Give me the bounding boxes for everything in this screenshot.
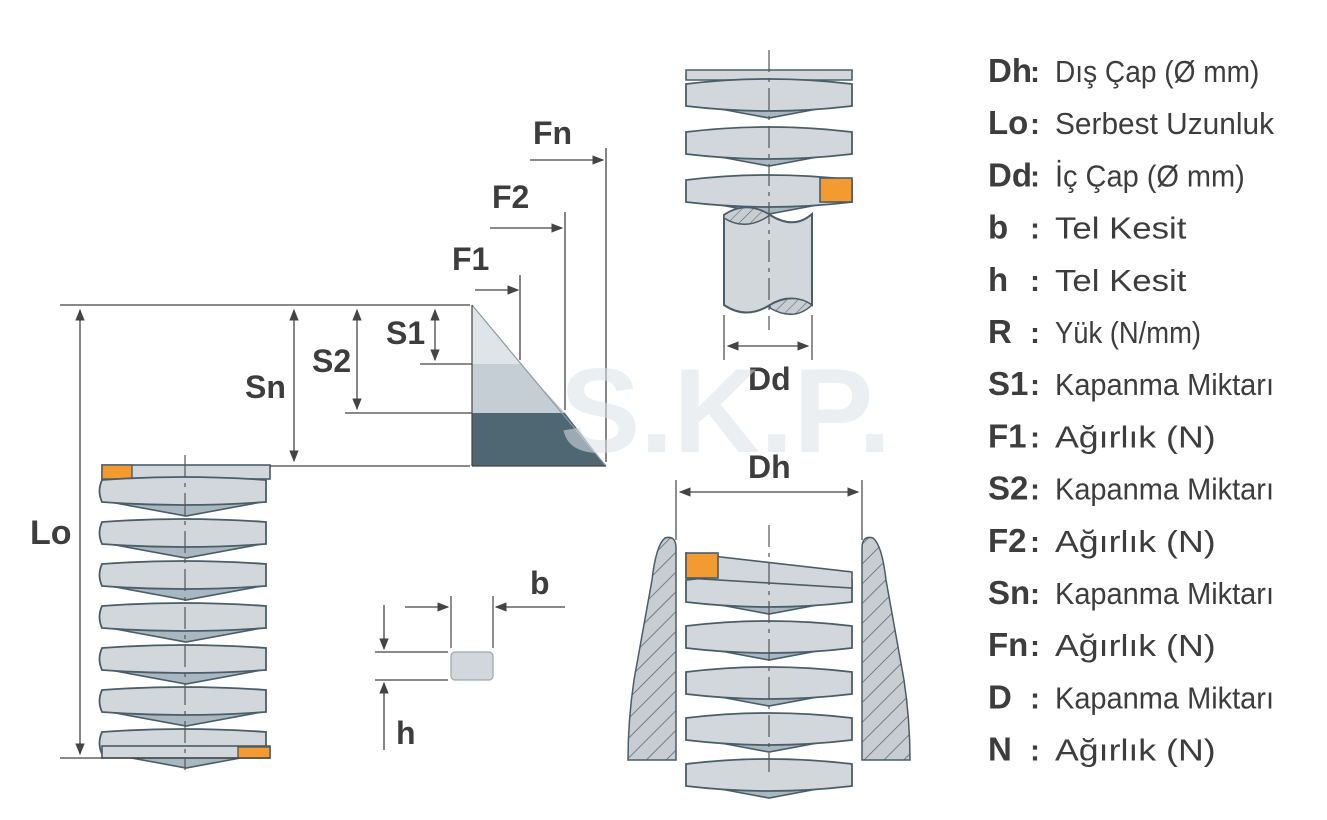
coil-band <box>98 602 267 632</box>
force-arrows: F1 F2 Fn <box>452 115 607 462</box>
coil-band <box>98 686 267 716</box>
coil-band <box>98 518 267 548</box>
label-f1: F1 <box>452 241 489 277</box>
legend-row: h: Tel Kesit <box>988 261 1187 298</box>
force-triangle <box>471 304 607 467</box>
legend-colon: : <box>1030 682 1040 715</box>
legend-row: F2: Ağırlık (N) <box>988 522 1216 559</box>
legend-desc: İç Çap (Ø mm) <box>1055 158 1245 193</box>
coil-band <box>685 69 853 81</box>
legend-key: Dh <box>988 52 1032 89</box>
coil-band <box>98 476 267 506</box>
legend-desc: Ağırlık (N) <box>1055 733 1216 768</box>
legend-key: Fn <box>988 626 1028 663</box>
legend-colon: : <box>1030 421 1040 454</box>
coil-band <box>685 758 853 792</box>
ground-end-bottom <box>237 746 271 759</box>
label-lo: Lo <box>30 514 72 552</box>
legend-row: D: Kapanma Miktarı <box>988 678 1274 715</box>
legend-key: S1 <box>988 365 1028 402</box>
legend-colon: : <box>1030 213 1040 246</box>
label-s1: S1 <box>386 315 425 351</box>
legend-desc: Tel Kesit <box>1055 211 1187 246</box>
legend-colon: : <box>1030 578 1040 611</box>
legend-colon: : <box>1030 108 1040 141</box>
wire-cross-section: b h <box>375 565 565 751</box>
legend-key: Dd <box>988 156 1032 193</box>
label-dh: Dh <box>748 449 791 485</box>
legend-desc: Yük (N/mm) <box>1055 315 1201 350</box>
legend-desc: Kapanma Miktarı <box>1055 472 1274 507</box>
legend-key: h <box>988 261 1008 298</box>
legend-row: Sn: Kapanma Miktarı <box>988 574 1274 611</box>
legend-key: Sn <box>988 574 1030 611</box>
label-s2: S2 <box>312 343 351 379</box>
legend-key: S2 <box>988 470 1028 507</box>
coil-band <box>98 644 267 674</box>
label-f2: F2 <box>492 179 529 215</box>
legend-row: Lo: Serbest Uzunluk <box>988 104 1274 141</box>
legend-row: Dd: İç Çap (Ø mm) <box>988 156 1245 193</box>
legend-colon: : <box>1030 474 1040 507</box>
legend-row: S2: Kapanma Miktarı <box>988 470 1274 507</box>
label-fn: Fn <box>533 115 572 151</box>
legend-desc: Ağırlık (N) <box>1055 524 1216 559</box>
legend-colon: : <box>1030 56 1040 89</box>
watermark: S.K.P. <box>560 344 891 478</box>
coil-band <box>685 620 853 654</box>
legend-key: R <box>988 313 1012 350</box>
centerlines <box>184 50 770 772</box>
legend-desc: Serbest Uzunluk <box>1055 106 1274 141</box>
legend-desc: Tel Kesit <box>1055 263 1187 298</box>
legend-key: F1 <box>988 417 1027 454</box>
legend-colon: : <box>1030 735 1040 768</box>
guide-rod: Dd <box>723 206 814 397</box>
legend-row: b: Tel Kesit <box>988 209 1187 246</box>
legend-key: F2 <box>988 522 1027 559</box>
label-h: h <box>396 715 416 751</box>
legend-key: Lo <box>988 104 1028 141</box>
legend-key: b <box>988 209 1008 246</box>
legend-desc: Ağırlık (N) <box>1055 628 1216 663</box>
legend-colon: : <box>1030 265 1040 298</box>
label-sn: Sn <box>245 369 286 405</box>
legend-desc: Kapanma Miktarı <box>1055 576 1274 611</box>
legend-key: N <box>988 731 1012 768</box>
label-dd: Dd <box>748 361 791 397</box>
legend-colon: : <box>1030 369 1040 402</box>
ground-end <box>819 177 853 203</box>
legend-row: Dh: Dış Çap (Ø mm) <box>988 52 1259 89</box>
legend-colon: : <box>1030 160 1040 193</box>
label-b: b <box>530 565 550 601</box>
coil-band <box>98 560 267 590</box>
legend-colon: : <box>1030 526 1040 559</box>
legend-desc: Ağırlık (N) <box>1055 419 1216 454</box>
legend-row: R: Yük (N/mm) <box>988 313 1201 350</box>
legend-desc: Kapanma Miktarı <box>1055 367 1274 402</box>
ground-end <box>685 552 719 579</box>
legend-row: Fn: Ağırlık (N) <box>988 626 1216 663</box>
legend-desc: Dış Çap (Ø mm) <box>1055 54 1259 89</box>
legend-colon: : <box>1030 630 1040 663</box>
legend-key: D <box>988 678 1012 715</box>
legend-row: S1: Kapanma Miktarı <box>988 365 1274 402</box>
free-spring-drawing <box>98 464 271 769</box>
legend-colon: : <box>1030 317 1040 350</box>
legend-row: F1: Ağırlık (N) <box>988 417 1216 454</box>
ground-end-top <box>101 464 133 480</box>
outer-diameter-housing: Dh <box>627 449 911 761</box>
lo-dimension: Lo <box>30 304 470 759</box>
legend-desc: Kapanma Miktarı <box>1055 680 1274 715</box>
legend-row: N: Ağırlık (N) <box>988 731 1216 768</box>
